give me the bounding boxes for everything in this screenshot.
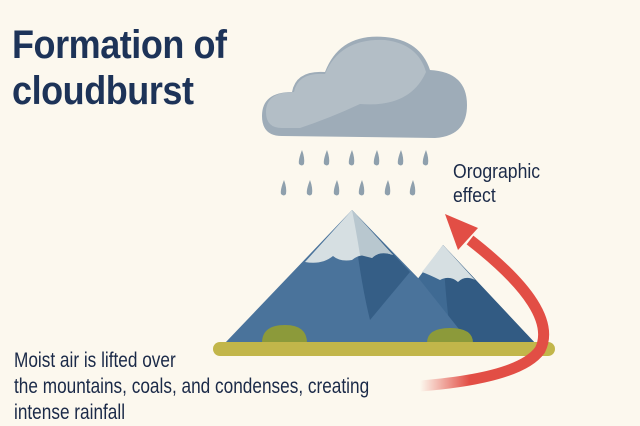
mountains-icon (225, 210, 535, 343)
arrow-label: Orographic effect (453, 160, 540, 208)
ground (213, 342, 555, 356)
arrow-icon (419, 214, 550, 392)
cloud-icon (262, 36, 467, 138)
title-line-2: cloudburst (12, 69, 194, 113)
arrow-label-line-1: Orographic (453, 161, 541, 183)
arrow-label-line-2: effect (453, 185, 496, 207)
raindrops (280, 150, 429, 196)
description: Moist air is lifted over the mountains, … (14, 348, 369, 426)
description-line-3: intense rainfall (14, 401, 126, 424)
title-line-1: Formation of (12, 23, 227, 67)
description-line-1: Moist air is lifted over (14, 349, 176, 372)
description-line-2: the mountains, coals, and condenses, cre… (14, 375, 370, 398)
page-title: Formation of cloudburst (12, 22, 227, 114)
